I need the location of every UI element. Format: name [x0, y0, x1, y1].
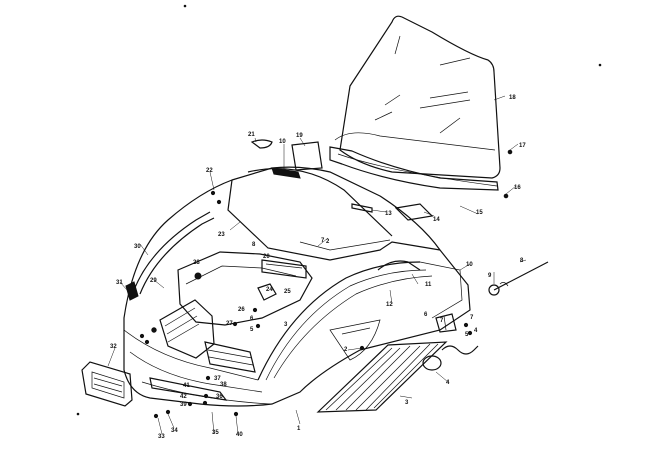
label-p24: 22	[206, 168, 213, 174]
label-p7: 7	[321, 238, 325, 244]
latch-plate	[250, 139, 273, 149]
windshield	[334, 15, 501, 179]
label-p27: 25	[284, 289, 291, 295]
label-p2: 2	[326, 239, 330, 245]
cable	[488, 261, 549, 296]
label-p16: 14	[433, 217, 440, 223]
label-p18: 16	[514, 185, 521, 191]
label-p14: 12	[386, 302, 393, 308]
side-trim	[351, 203, 434, 221]
headlight	[81, 361, 133, 407]
label-p28: 26	[238, 307, 245, 313]
hood-body	[123, 166, 471, 407]
label-p23: 21	[248, 132, 255, 138]
label-p5b: 5	[465, 332, 469, 338]
fasteners	[139, 149, 513, 419]
label-p41: 39	[180, 402, 187, 408]
side-decal	[316, 341, 448, 413]
label-p20: 18	[509, 95, 516, 101]
label-p12b: 10	[466, 262, 473, 268]
emblem	[422, 345, 479, 371]
label-p9: 7	[470, 315, 474, 321]
label-p5a: 5	[250, 327, 254, 333]
label-p35: 33	[158, 434, 165, 440]
label-p13: 11	[425, 282, 432, 288]
leader-lines	[107, 95, 527, 435]
label-p12a: 10	[279, 139, 286, 145]
label-p42: 40	[236, 432, 243, 438]
label-p33: 31	[116, 280, 123, 286]
label-p32: 30	[134, 244, 141, 250]
label-p36: 34	[171, 428, 178, 434]
label-p38: 36	[216, 394, 223, 400]
windshield-trim	[329, 146, 499, 191]
grill	[159, 299, 256, 373]
label-p40: 38	[220, 382, 227, 388]
front-bumper	[149, 377, 228, 401]
label-p25: 23	[218, 232, 225, 238]
label-p3a: 3	[284, 322, 288, 328]
label-p6a: 6	[250, 316, 254, 322]
label-p30: 28	[193, 260, 200, 266]
label-p17: 15	[476, 210, 483, 216]
label-p4b: 4	[446, 380, 450, 386]
label-p29: 27	[226, 321, 233, 327]
label-p43: 41	[183, 383, 190, 389]
label-p39: 37	[214, 376, 221, 382]
label-p10: 8	[520, 258, 524, 264]
label-p26: 24	[266, 287, 273, 293]
specks	[76, 4, 602, 416]
label-p2b: 2	[344, 347, 348, 353]
label-p11: 9	[488, 273, 492, 279]
label-p15: 13	[385, 211, 392, 217]
cowl-decals	[271, 141, 323, 179]
label-p37: 35	[212, 430, 219, 436]
hinge-bracket	[435, 313, 457, 333]
label-p22: 20	[263, 254, 270, 260]
label-p8: 8	[252, 242, 256, 248]
label-p21: 19	[296, 133, 303, 139]
label-p4: 4	[474, 328, 478, 334]
latch-mechanism	[257, 260, 421, 301]
handle	[261, 259, 307, 279]
label-p44: 42	[180, 394, 187, 400]
label-p6b: 6	[424, 312, 428, 318]
label-p3b: 3	[405, 400, 409, 406]
label-p34: 32	[110, 344, 117, 350]
part-labels: 21 10 19 18 17 16 15 14 13 22 23 8 7 2 2…	[110, 95, 526, 440]
side-rail-left	[125, 211, 215, 301]
label-p19: 17	[519, 143, 526, 149]
label-p7b: 7	[440, 318, 444, 324]
label-p31: 29	[150, 278, 157, 284]
label-p1: 1	[297, 426, 301, 432]
